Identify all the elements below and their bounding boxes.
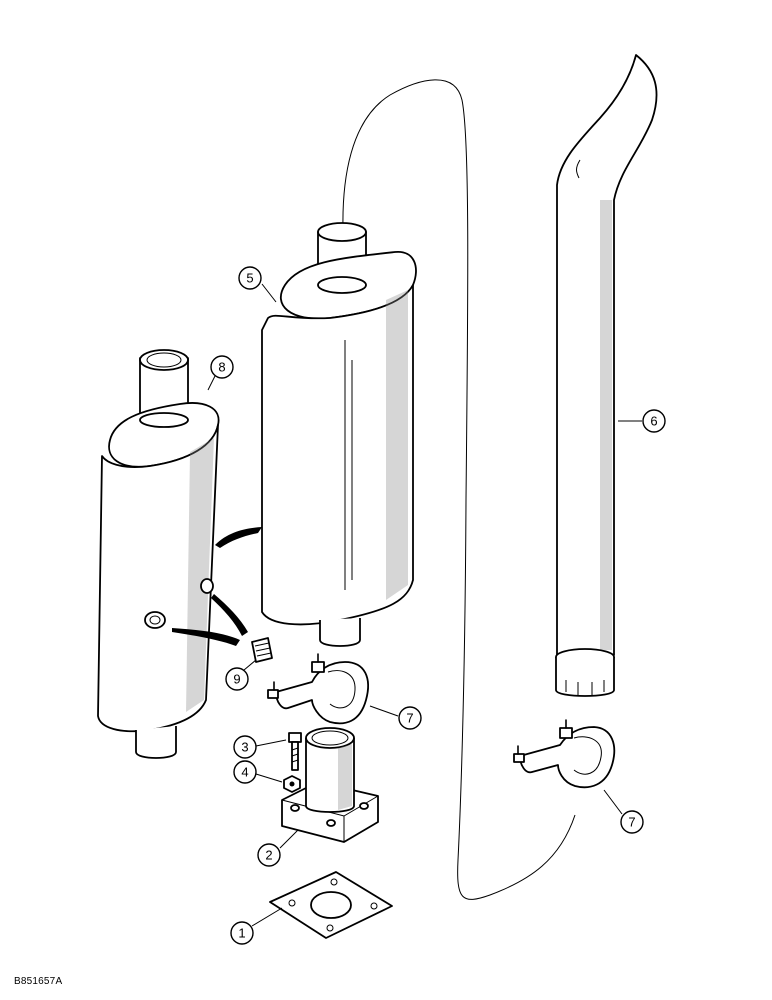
nut [283,775,301,793]
callout-8: 8 [210,355,234,379]
bolt [288,732,302,771]
callout-7-upper: 7 [398,706,422,730]
callout-6: 6 [642,409,666,433]
callout-label: 1 [238,926,245,941]
callout-9: 9 [225,667,249,691]
leader-line-1 [251,907,283,927]
leader-line-8 [207,373,217,391]
mount-arrow-lower [172,628,240,646]
callout-label: 9 [233,672,240,687]
routing-line [342,79,576,900]
leader-line-9 [243,659,257,671]
u-bolt-clamp-lower [513,719,616,789]
plug-fitting [251,637,273,663]
mount-arrow-upper [215,527,262,548]
mount-arrow-side [211,594,248,636]
leader-line-7b [603,789,623,815]
vertical-muffler [261,222,417,647]
callout-5: 5 [238,266,262,290]
exhaust-stack-pipe [555,54,658,697]
oval-muffler [97,349,220,759]
adapter-flange [281,727,379,843]
callout-4: 4 [233,760,257,784]
callout-label: 7 [406,711,413,726]
callout-label: 7 [628,815,635,830]
callout-3: 3 [233,735,257,759]
callout-1: 1 [230,921,254,945]
leader-line-4 [255,773,283,783]
callout-label: 5 [246,271,253,286]
leader-line-3 [255,739,287,747]
callout-label: 2 [265,848,272,863]
callout-7-lower: 7 [620,810,644,834]
callout-2: 2 [257,843,281,867]
leader-line-5 [261,283,277,303]
callout-label: 8 [218,360,225,375]
figure-id: B851657A [14,976,63,987]
callout-label: 6 [650,414,657,429]
leader-line-2 [279,829,299,849]
leader-line-7a [369,705,399,717]
callout-label: 3 [241,740,248,755]
callout-label: 4 [241,765,248,780]
u-bolt-clamp-upper [267,653,369,725]
gasket [269,871,393,939]
